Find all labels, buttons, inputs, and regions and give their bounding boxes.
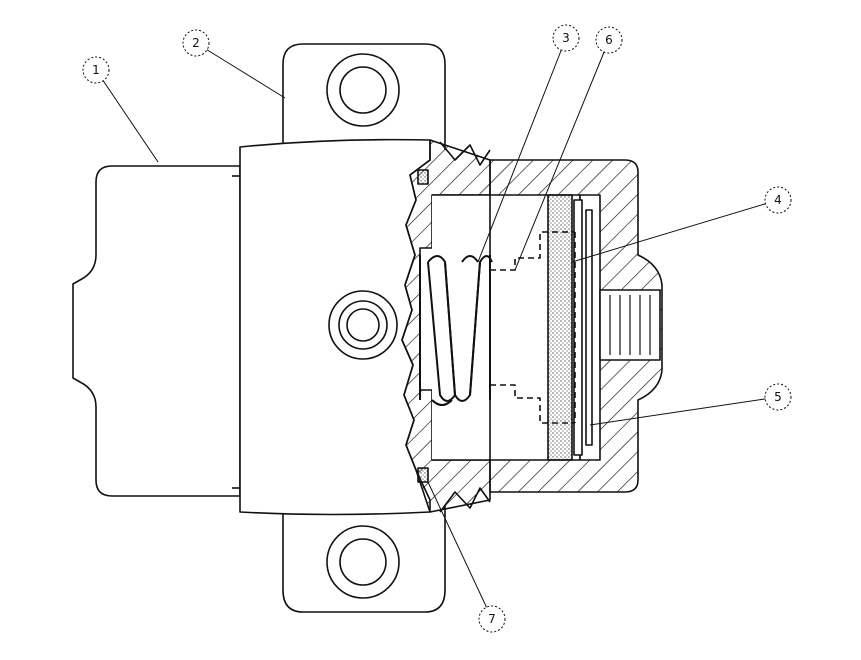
valve-body bbox=[239, 138, 431, 516]
callout-label-5: 5 bbox=[774, 390, 782, 404]
callout-label-4: 4 bbox=[774, 193, 782, 207]
callout-label-2: 2 bbox=[192, 36, 200, 50]
callout-leader-5 bbox=[589, 396, 779, 426]
callout-leader-3 bbox=[477, 37, 567, 263]
body-wall-section bbox=[401, 139, 491, 513]
callout-label-3: 3 bbox=[562, 31, 570, 45]
callout-leader-1 bbox=[95, 69, 159, 163]
callout-bubble-5 bbox=[764, 383, 792, 411]
callout-bubble-2 bbox=[182, 29, 210, 57]
callout-bubble-7 bbox=[478, 605, 506, 633]
retainer-hidden-lines bbox=[490, 231, 576, 424]
callout-label-6: 6 bbox=[605, 33, 613, 47]
spring bbox=[419, 255, 493, 406]
callout-leader-2 bbox=[195, 42, 286, 99]
top-mounting-ear bbox=[282, 43, 446, 150]
callout-leader-6 bbox=[514, 39, 610, 271]
bottom-mounting-ear bbox=[282, 505, 446, 613]
callout-bubble-6 bbox=[595, 26, 623, 54]
filter-element bbox=[547, 194, 593, 461]
callout-group: 1 2 3 6 4 5 7 bbox=[82, 24, 792, 633]
callout-leader-7 bbox=[427, 481, 493, 620]
callout-bubble-4 bbox=[764, 186, 792, 214]
callout-bubble-3 bbox=[552, 24, 580, 52]
callout-bubble-1 bbox=[82, 56, 110, 84]
callout-label-1: 1 bbox=[92, 63, 100, 77]
end-cap bbox=[72, 165, 241, 497]
callout-label-7: 7 bbox=[488, 612, 496, 626]
seal-rings bbox=[417, 169, 429, 483]
callout-leader-4 bbox=[571, 199, 779, 263]
